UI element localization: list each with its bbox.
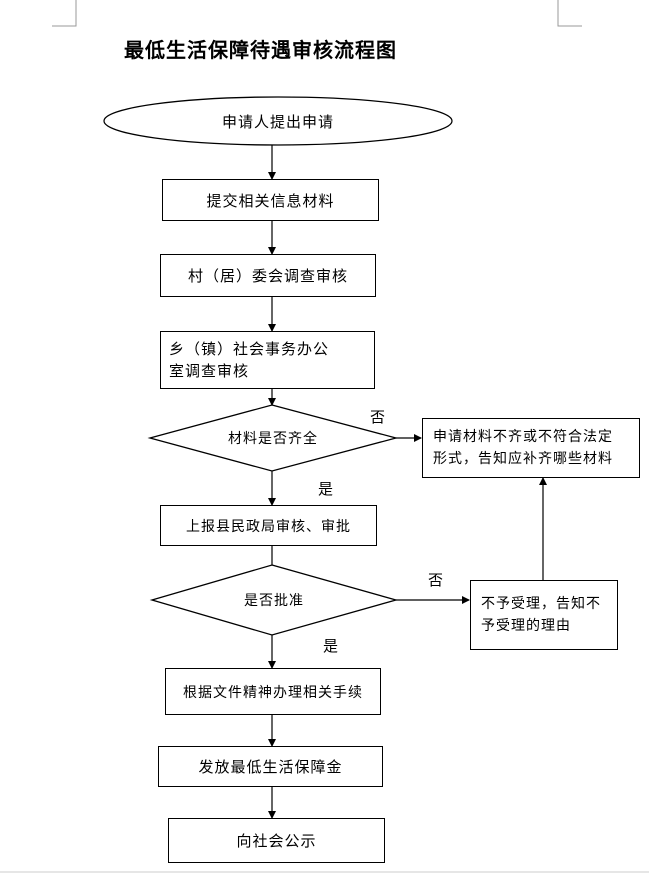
decision2-no-label: 否 xyxy=(428,571,445,589)
village-review-label: 村（居）委会调查审核 xyxy=(187,267,348,285)
decision2-yes-label: 是 xyxy=(323,637,340,655)
supplement-notice-box: 申请材料不齐或不符合法定 形式，告知应补齐哪些材料 xyxy=(422,418,640,478)
county-review-box: 上报县民政局审核、审批 xyxy=(160,505,377,546)
decision1-yes-label: 是 xyxy=(318,480,335,498)
issue-allowance-box: 发放最低生活保障金 xyxy=(158,746,383,787)
page-title: 最低生活保障待遇审核流程图 xyxy=(124,38,397,62)
decision1-no-label: 否 xyxy=(370,408,387,426)
rejection-notice-line1: 不予受理，告知不 xyxy=(481,596,601,612)
handle-procedures-box: 根据文件精神办理相关手续 xyxy=(165,668,381,715)
township-review-line2: 室调查审核 xyxy=(169,362,250,380)
rejection-notice-box: 不予受理，告知不 予受理的理由 xyxy=(470,580,618,650)
handle-procedures-label: 根据文件精神办理相关手续 xyxy=(183,684,363,701)
township-review-box: 乡（镇）社会事务办公 室调查审核 xyxy=(160,331,375,389)
submit-materials-box: 提交相关信息材料 xyxy=(162,179,379,221)
supplement-notice-line2: 形式，告知应补齐哪些材料 xyxy=(433,451,613,467)
county-review-label: 上报县民政局审核、审批 xyxy=(186,518,351,535)
crop-mark-top-right xyxy=(557,0,582,27)
decision1-label: 材料是否齐全 xyxy=(228,431,318,447)
decision2-label: 是否批准 xyxy=(244,593,304,609)
rejection-notice-line2: 予受理的理由 xyxy=(481,618,571,634)
issue-allowance-label: 发放最低生活保障金 xyxy=(198,758,343,776)
start-ellipse xyxy=(103,96,453,146)
publicize-label: 向社会公示 xyxy=(236,832,317,850)
township-review-line1: 乡（镇）社会事务办公 xyxy=(169,340,330,358)
village-review-box: 村（居）委会调查审核 xyxy=(160,254,376,297)
submit-materials-label: 提交相关信息材料 xyxy=(206,191,335,210)
start-node: 申请人提出申请 xyxy=(221,113,334,131)
supplement-notice-line1: 申请材料不齐或不符合法定 xyxy=(433,429,613,445)
publicize-box: 向社会公示 xyxy=(168,818,385,863)
crop-mark-top-left xyxy=(52,0,77,27)
